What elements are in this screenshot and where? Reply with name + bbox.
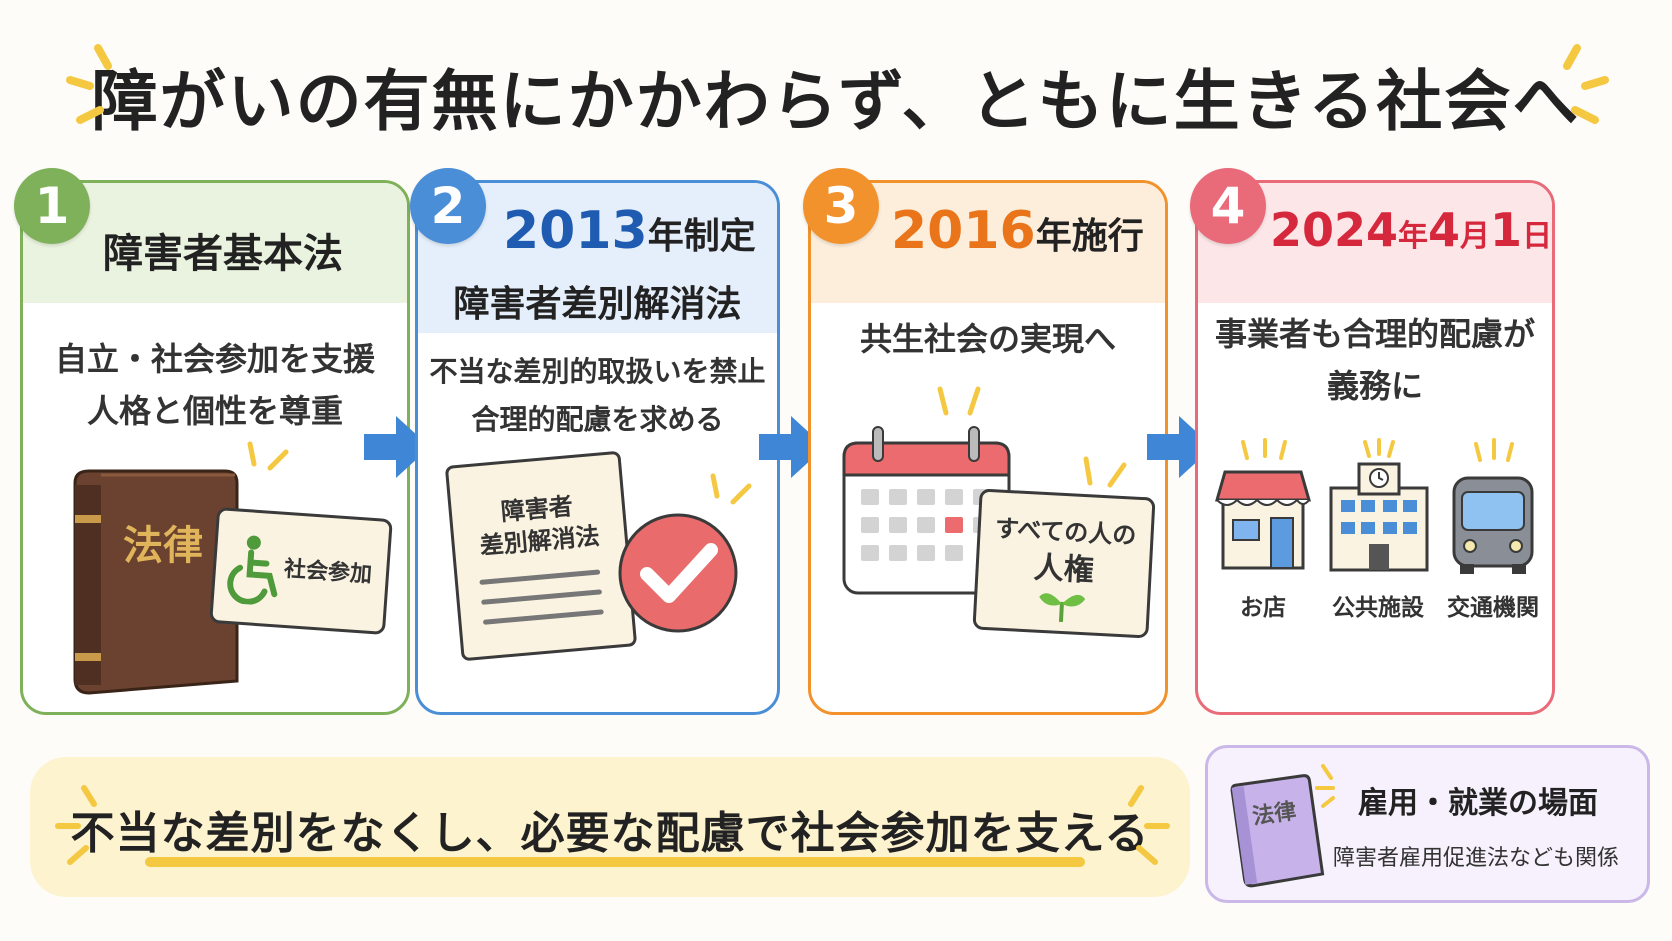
sparkle-icon: [1315, 764, 1335, 808]
bus-icon: [1452, 438, 1534, 574]
sparkle-icon: [937, 386, 981, 416]
info-text: 障害者雇用促進法なども関係: [1333, 846, 1620, 871]
sparkle-left-icon: [66, 44, 112, 124]
step-3-year-suffix: 年施行: [1035, 216, 1144, 257]
sparkle-right-icon: [1563, 44, 1609, 124]
info-book-label: 法律: [1250, 799, 1298, 830]
step-2-year-suffix: 年制定: [647, 216, 756, 257]
sparkle-icon: [1083, 456, 1127, 488]
step-4-date-year-unit: 年: [1398, 219, 1429, 254]
law-document: 障害者 差別解消法: [444, 450, 638, 662]
step-4-date-month-unit: 月: [1460, 219, 1491, 254]
check-icon: [618, 513, 738, 633]
place-label-public-facility: 公共施設: [1332, 595, 1424, 621]
document-lines-icon: [479, 569, 604, 625]
step-3-body-line-1: 共生社会の実現へ: [859, 320, 1116, 358]
step-card-3: 2016年施行 共生社会の実現へ すべての人の 人権: [808, 180, 1168, 715]
law-book-icon: [1230, 774, 1325, 888]
place-label-shop: お店: [1240, 595, 1286, 621]
step-2-year: 2013: [503, 201, 648, 261]
wheelchair-icon: [227, 535, 278, 605]
social-participation-card: 社会参加: [209, 507, 393, 635]
step-card-4: 2024年4月1日 事業者も合理的配慮が 義務に お店 公共施設: [1195, 180, 1555, 715]
sparkle-icon: [1128, 785, 1170, 865]
employment-info-box: 法律 雇用・就業の場面 障害者雇用促進法なども関係: [1205, 745, 1650, 903]
arrow-right-icon: [759, 416, 825, 478]
sparkle-icon: [55, 785, 97, 865]
summary-banner-text: 不当な差別をなくし、必要な配慮で社会参加を支える: [70, 808, 1150, 859]
step-1-heading: 障害者基本法: [103, 231, 343, 277]
banner-underline: [145, 857, 1085, 867]
step-card-1: 障害者基本法 自立・社会参加を支援 人格と個性を尊重 法律 社会参加: [20, 180, 410, 715]
step-4-date-month: 4: [1428, 203, 1461, 257]
calendar-icon: [842, 426, 1011, 595]
step-4-date: 2024年4月1日: [1270, 203, 1552, 257]
info-title: 雇用・就業の場面: [1358, 786, 1598, 821]
public-building-icon: [1329, 438, 1429, 572]
social-participation-label: 社会参加: [283, 556, 373, 588]
human-rights-card: すべての人の 人権: [972, 488, 1156, 639]
step-4-date-year: 2024: [1270, 203, 1399, 257]
step-2-heading: 障害者差別解消法: [453, 284, 742, 325]
place-label-transport: 交通機関: [1447, 595, 1539, 621]
arrow-right-icon: [1147, 416, 1213, 478]
step-4-body-line-1: 事業者も合理的配慮が: [1214, 315, 1535, 353]
step-3-year: 2016: [891, 201, 1036, 261]
step-badge-2: 2: [410, 168, 486, 244]
step-badge-1: 1: [14, 168, 90, 244]
shop-icon: [1215, 438, 1311, 570]
sparkle-icon: [710, 473, 752, 505]
step-card-2: 2013年制定 障害者差別解消法 不当な差別的取扱いを禁止 合理的配慮を求める …: [415, 180, 780, 715]
step-1-body-line-1: 自立・社会参加を支援: [54, 340, 375, 378]
law-book-icon: [73, 469, 239, 695]
step-4-body-line-2: 義務に: [1326, 367, 1423, 405]
arrow-right-icon: [364, 416, 430, 478]
sprout-icon: [1039, 593, 1086, 623]
summary-banner: 不当な差別をなくし、必要な配慮で社会参加を支える: [30, 757, 1190, 897]
step-2-body-line-1: 不当な差別的取扱いを禁止: [429, 355, 766, 388]
step-badge-4: 4: [1190, 168, 1266, 244]
step-badge-3: 3: [803, 168, 879, 244]
law-book-label: 法律: [123, 523, 203, 569]
step-1-body-line-2: 人格と個性を尊重: [86, 392, 343, 430]
sparkle-icon: [247, 441, 289, 471]
step-4-date-day: 1: [1490, 203, 1523, 257]
page-title: 障がいの有無にかかわらず、ともに生きる社会へ: [91, 63, 1581, 140]
step-2-body-line-2: 合理的配慮を求める: [471, 403, 724, 436]
step-4-date-day-unit: 日: [1522, 219, 1553, 254]
